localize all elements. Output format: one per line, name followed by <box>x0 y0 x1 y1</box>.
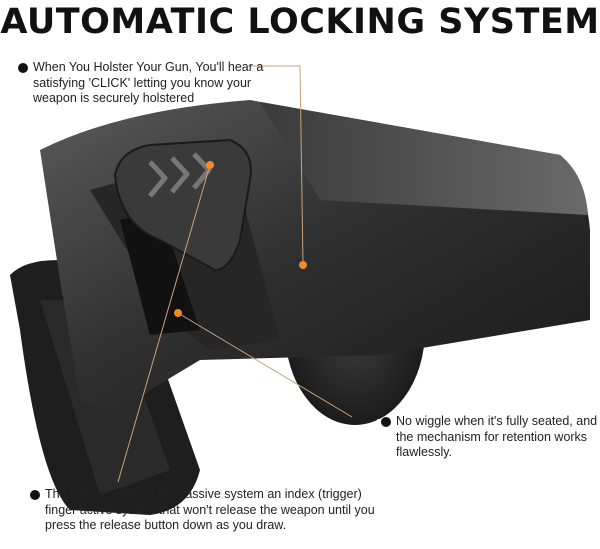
callout-number: 3 <box>25 490 40 500</box>
page-title: AUTOMATIC LOCKING SYSTEM <box>0 2 600 42</box>
callout-1: 1 No wiggle when it's fully seated, and t… <box>376 414 600 461</box>
callout-text: When You Holster Your Gun, You'll hear a… <box>33 60 264 105</box>
leader-lines <box>117 65 353 483</box>
callout-text: The Holster adds to the passive system a… <box>45 487 375 532</box>
callout-text: No wiggle when it's fully seated, and th… <box>396 414 598 459</box>
release-button <box>113 138 252 272</box>
callout-number: 1 <box>376 417 391 427</box>
callout-3: 3 The Holster adds to the passive system … <box>25 487 380 534</box>
callout-2: 2 When You Holster Your Gun, You'll hear … <box>13 60 283 107</box>
callout-number: 2 <box>13 63 28 73</box>
callout-markers <box>174 161 307 317</box>
